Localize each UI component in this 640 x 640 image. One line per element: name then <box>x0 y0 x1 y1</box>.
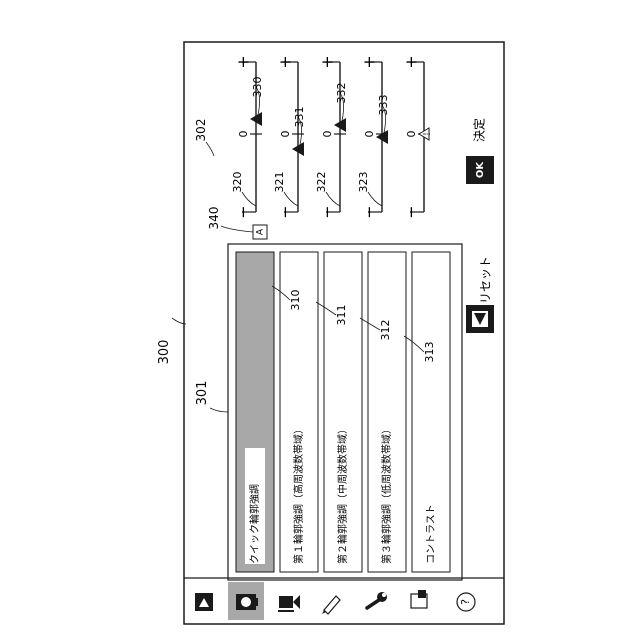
help-glyph: ? <box>459 599 472 605</box>
menu-item-label: クイック輪郭強調 <box>248 484 261 564</box>
ref-label-slider: 320 <box>231 172 244 193</box>
ref-label-slider-area: 302 <box>194 119 208 142</box>
ref-label-menu-item: 312 <box>379 320 392 341</box>
menu-item-label: 第２輪郭強調（中周波数帯域） <box>336 424 349 564</box>
ref-label-indicator: 340 <box>207 207 221 230</box>
sidebar-camera[interactable] <box>228 582 264 620</box>
ref-label-marker: 331 <box>293 107 306 128</box>
ref-leader-slider <box>368 192 382 206</box>
ref-label-marker: 330 <box>251 77 264 98</box>
ref-label-slider: 322 <box>315 172 328 193</box>
mode-sidebar: ? <box>195 582 475 620</box>
slider-minus-label: − <box>276 205 295 218</box>
ok-badge-text: OK <box>475 161 486 179</box>
slider-plus-label: + <box>234 55 253 68</box>
video-camera-icon <box>278 595 300 611</box>
slider-4[interactable]: + − 0 333 323 <box>357 55 390 218</box>
slider-minus-label: − <box>318 205 337 218</box>
reset-label: リセット <box>479 256 493 304</box>
slider-zero-label: 0 <box>405 131 418 138</box>
ref-label-slider: 323 <box>357 172 370 193</box>
ok-label: 決定 <box>472 118 487 142</box>
pen-icon <box>322 596 340 614</box>
ref-label-menu: 301 <box>195 381 210 406</box>
slider-plus-label: + <box>276 55 295 68</box>
slider-1[interactable]: + − 0 330 320 <box>231 55 264 218</box>
slider-plus-label: + <box>402 55 421 68</box>
slider-zero-label: 0 <box>363 131 376 138</box>
help-icon: ? <box>457 593 475 611</box>
menu-item[interactable]: 第３輪郭強調（低周波数帯域） <box>368 252 406 572</box>
camera-icon <box>236 594 258 610</box>
menu-item[interactable]: クイック輪郭強調 <box>236 252 274 572</box>
slider-2[interactable]: + − 0331 321 <box>273 55 306 218</box>
ref-leader-slider <box>284 192 298 206</box>
ref-leader-menu <box>210 408 228 412</box>
sidebar-pen[interactable] <box>322 596 340 614</box>
menu-item-label: 第３輪郭強調（低周波数帯域） <box>380 424 393 564</box>
ref-label-menu-item: 310 <box>289 290 302 311</box>
menu-item[interactable]: コントラスト <box>412 252 450 572</box>
sidebar-card-slot[interactable] <box>411 590 427 608</box>
slider-5[interactable]: + − 0! <box>402 55 431 218</box>
play-icon <box>195 593 213 611</box>
slider-minus-label: − <box>234 205 253 218</box>
slider-zero-label: 0 <box>237 131 250 138</box>
slider-zero-label: 0 <box>321 131 334 138</box>
menu-item-label: 第１輪郭強調（高周波数帯域） <box>292 424 305 564</box>
ref-label-marker: 332 <box>335 83 348 104</box>
ref-label-slider: 321 <box>273 172 286 193</box>
card-slot-icon <box>411 590 427 608</box>
ref-leader-slider-area <box>206 142 214 156</box>
warning-mark: ! <box>422 133 430 136</box>
ref-label-marker: 333 <box>377 95 390 116</box>
ref-label-menu-item: 313 <box>423 342 436 363</box>
slider-plus-label: + <box>318 55 337 68</box>
slider-plus-label: + <box>360 55 379 68</box>
menu-list: クイック輪郭強調 第１輪郭強調（高周波数帯域） 第２輪郭強調（中周波数帯域） 第３輪郭… <box>236 252 450 572</box>
slider-panel: +−0330320+−0331321+−0332322+−0333323+−0! <box>231 55 430 218</box>
ref-label-menu-item: 311 <box>335 305 348 326</box>
indicator-letter: A <box>256 228 266 235</box>
ref-label-device: 300 <box>157 340 172 365</box>
sidebar-wrench[interactable] <box>367 592 387 608</box>
slider-minus-label: − <box>360 205 379 218</box>
slider-zero-label: 0 <box>279 131 292 138</box>
ref-leader-slider <box>326 192 340 206</box>
menu-item-label: コントラスト <box>425 504 437 564</box>
wrench-icon <box>367 592 387 608</box>
sidebar-help[interactable]: ? <box>457 593 475 611</box>
reset-button[interactable]: リセット <box>466 256 494 333</box>
sidebar-video-camera[interactable] <box>278 595 300 611</box>
ref-leader-slider <box>242 192 256 206</box>
slider-minus-label: − <box>402 205 421 218</box>
menu-item[interactable]: 第２輪郭強調（中周波数帯域） <box>324 252 362 572</box>
slider-3[interactable]: + − 0 332 322 <box>315 55 348 218</box>
sidebar-play[interactable] <box>195 593 213 611</box>
ref-leader-indicator <box>221 226 253 232</box>
ok-button[interactable]: OK 決定 <box>466 118 494 184</box>
